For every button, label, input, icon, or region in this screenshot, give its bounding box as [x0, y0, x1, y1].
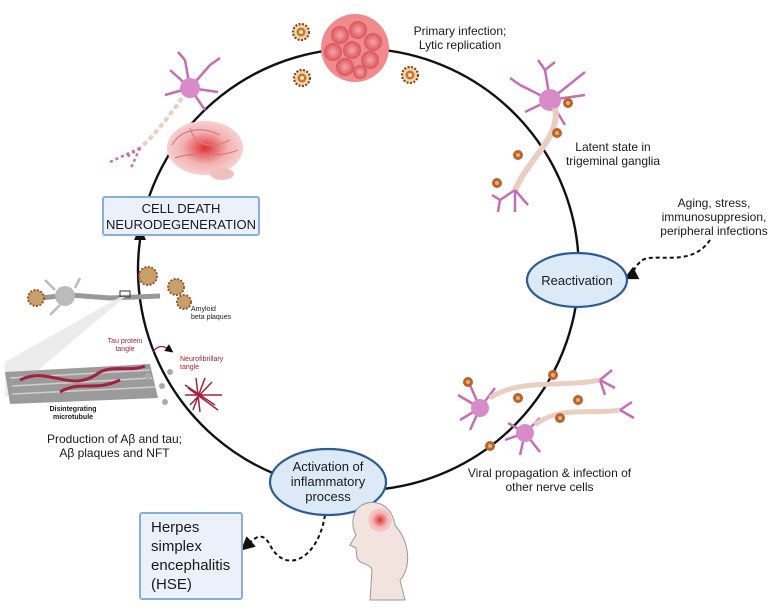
hse-dashed-arrow	[240, 514, 326, 562]
tau-label: Tau protein tangle	[107, 338, 143, 353]
degenerating-neuron-icon	[109, 51, 221, 171]
activation-label: Activation of inflammatory process	[290, 459, 366, 504]
virus-icon	[513, 393, 523, 403]
head-silhouette-icon	[349, 501, 409, 601]
hse-box: Herpes simplex encephalitis (HSE)	[139, 512, 243, 600]
virus-icon	[292, 68, 312, 88]
viral-propagation-label: Viral propagation & infection of other n…	[467, 466, 632, 494]
cycle-arc	[138, 47, 581, 491]
reactivation-label: Reactivation	[541, 273, 613, 288]
activation-node	[268, 447, 388, 517]
nft-icon	[184, 377, 222, 413]
propagation-neurons-icon	[457, 369, 635, 456]
virus-icon	[463, 377, 473, 387]
latent-neuron-icon	[491, 59, 586, 213]
virus-icon	[492, 178, 502, 188]
infected-cell-cluster-icon	[321, 14, 389, 82]
primary-infection-label: Primary infection; Lytic replication	[413, 24, 507, 52]
virus-icon	[291, 22, 311, 42]
microtubule-label: Disintegrating microtubule	[49, 406, 97, 421]
virus-icon	[400, 65, 420, 85]
virus-icon	[485, 441, 495, 451]
tau-tangle-icon	[19, 364, 146, 394]
reactivation-node	[525, 251, 629, 309]
virus-icon	[563, 98, 573, 108]
cell-death-box: CELL DEATH NEURODEGENERATION	[102, 196, 260, 236]
microtubule-icon	[5, 364, 173, 405]
amyloid-label: Amyloid beta plaques	[191, 306, 232, 321]
virus-icon	[513, 150, 523, 160]
virus-icon	[573, 395, 583, 405]
triggers-label: Aging, stress, immunosuppresion, periphe…	[660, 196, 768, 238]
virus-icon	[555, 413, 565, 423]
amyloid-neuron-icon	[39, 277, 161, 316]
nft-label: Neurofibrillary tangle	[180, 356, 224, 371]
latent-state-label: Latent state in trigeminal ganglia	[565, 140, 661, 168]
cycle-arc-lower	[136, 239, 276, 476]
brain-icon	[167, 121, 243, 180]
trigger-dashed-arrow	[623, 239, 711, 280]
virus-icon	[548, 370, 558, 380]
amyloid-plaques-icon	[27, 266, 192, 310]
production-label: Production of Aβ and tau; Aβ plaques and…	[47, 432, 182, 460]
virus-icon	[552, 128, 562, 138]
tau-to-nft-arrow	[152, 344, 174, 353]
